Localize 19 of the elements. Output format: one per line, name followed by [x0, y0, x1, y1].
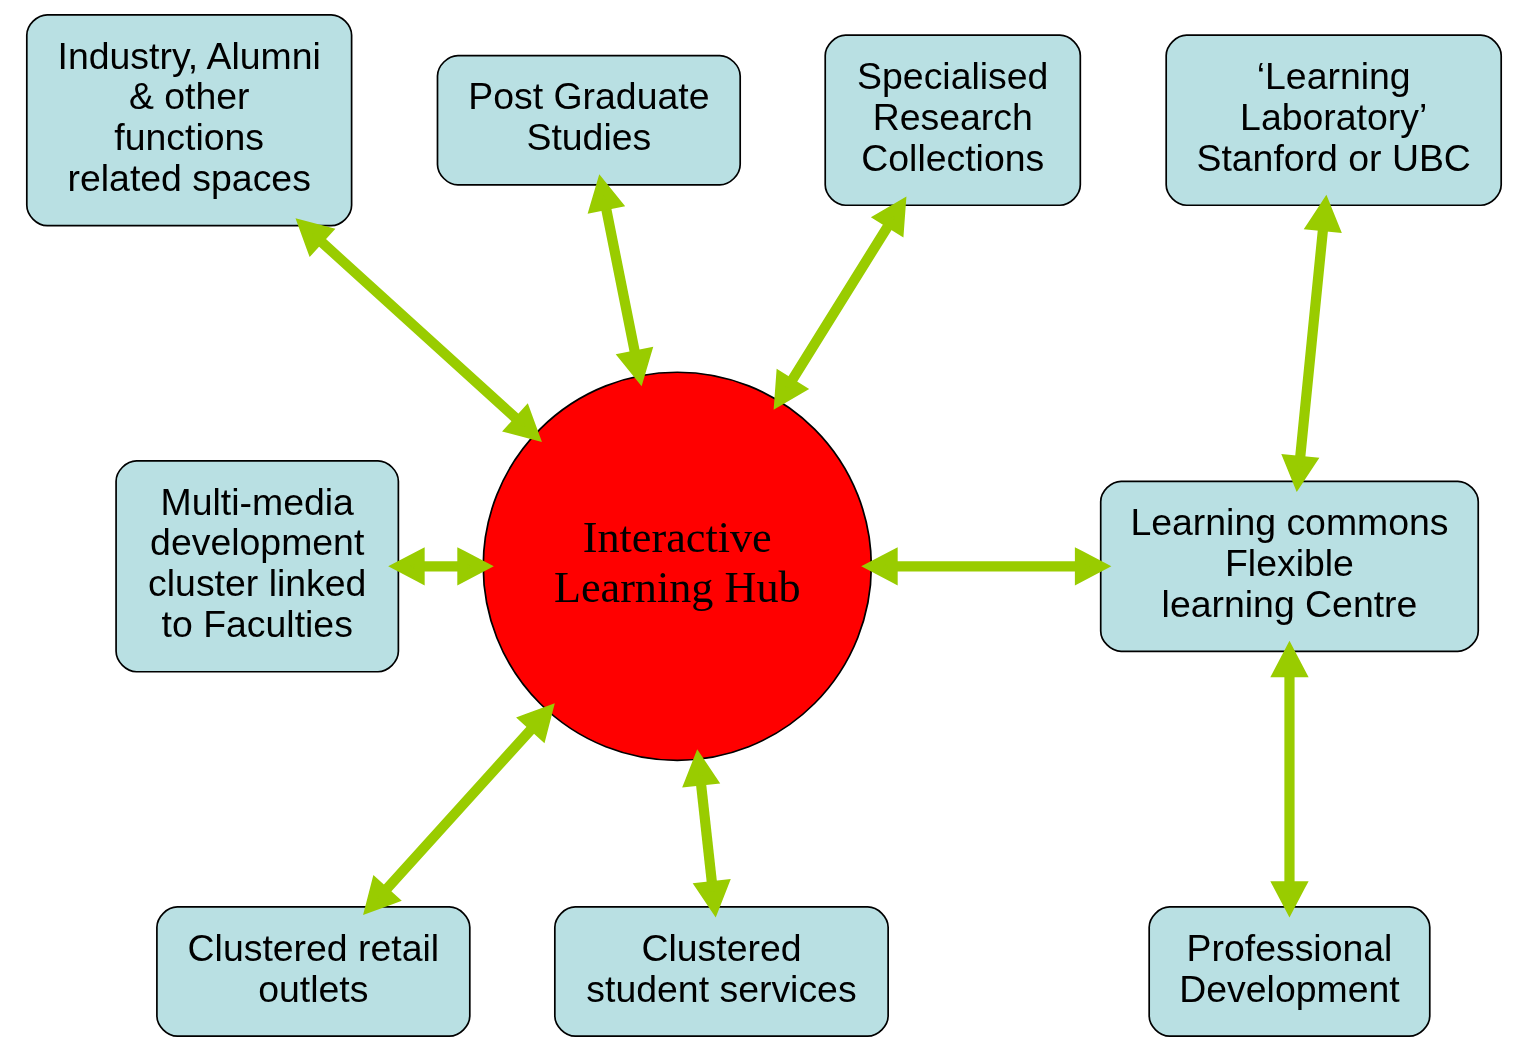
arrow: [773, 196, 907, 410]
arrow: [1270, 640, 1309, 918]
arrow: [363, 703, 555, 915]
arrow: [682, 749, 731, 918]
arrow: [388, 547, 494, 586]
arrow: [587, 174, 654, 387]
node-box: Clustered retail outlets: [156, 906, 471, 1038]
node-box: Multi-media development cluster linked to Faculties: [115, 460, 400, 673]
node-circle: Interactive Learning Hub: [482, 371, 873, 762]
node-box: Industry, Alumni & other functions related spaces: [25, 13, 353, 227]
arrow: [295, 218, 542, 442]
arrow: [861, 547, 1112, 586]
node-box: Learning commons Flexible learning Centre: [1099, 480, 1480, 653]
node-box: ‘Learning Laboratory’ Stanford or UBC: [1165, 34, 1503, 207]
arrow: [1281, 194, 1342, 493]
node-box: Specialised Research Collections: [824, 34, 1082, 207]
node-box: Post Graduate Studies: [436, 54, 742, 186]
node-box: Clustered student services: [554, 906, 889, 1038]
node-box: Professional Development: [1148, 906, 1431, 1038]
